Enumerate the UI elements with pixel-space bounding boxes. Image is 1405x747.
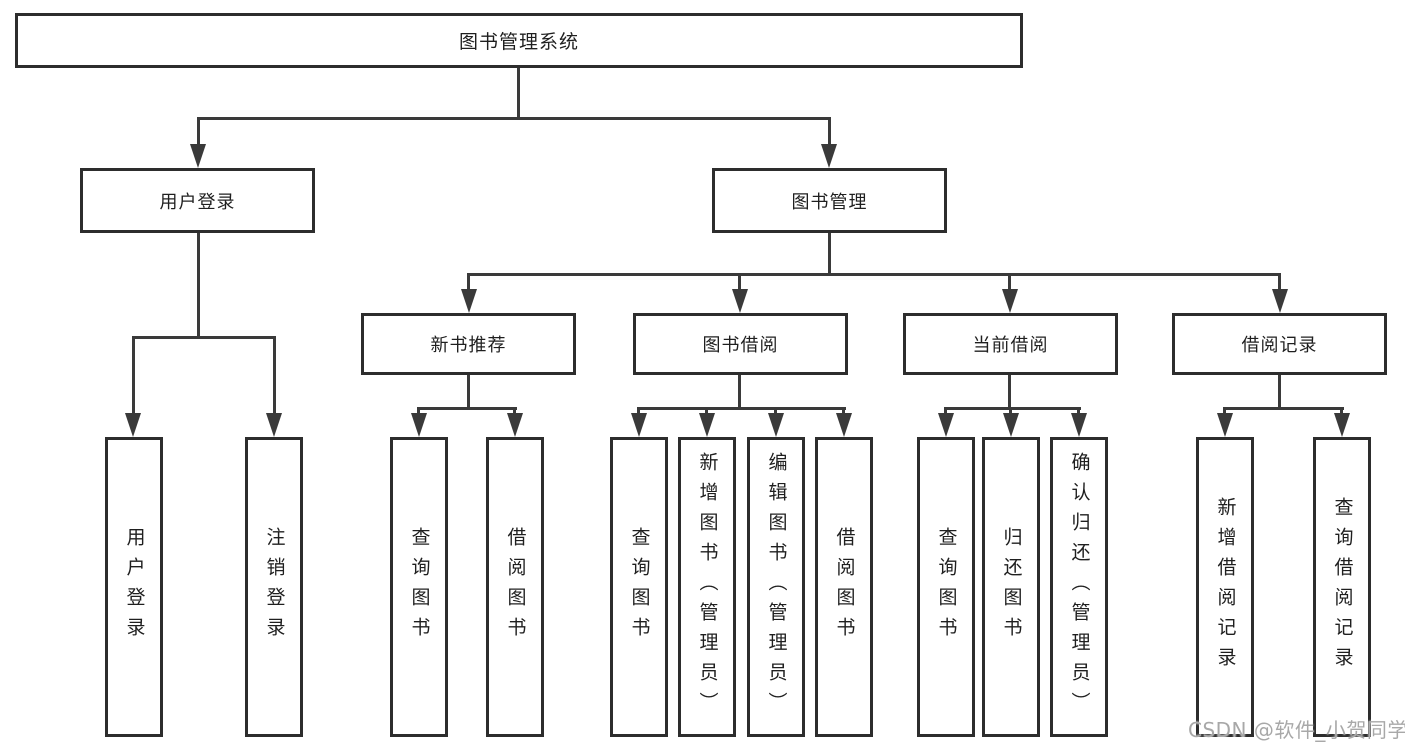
node-book-management: 图书管理 — [712, 168, 947, 233]
node-current-borrowing: 当前借阅 — [903, 313, 1118, 375]
arrow-down — [507, 413, 523, 437]
connector-line — [1223, 407, 1226, 416]
node-new-book-recommendation: 新书推荐 — [361, 313, 576, 375]
arrow-down — [1071, 413, 1087, 437]
arrow-down — [461, 289, 477, 313]
leaf-edit-books-admin: 编辑图书（管理员） — [747, 437, 805, 737]
connector-line — [774, 407, 777, 416]
leaf-label: 用户登录 — [123, 527, 146, 647]
arrow-down — [699, 413, 715, 437]
arrow-down — [821, 144, 837, 168]
node-label: 用户登录 — [159, 191, 236, 213]
leaf-label: 确认归还（管理员） — [1068, 452, 1091, 722]
node-borrowing-records: 借阅记录 — [1172, 313, 1387, 375]
connector-line — [273, 336, 276, 415]
leaf-user-login: 用户登录 — [105, 437, 163, 737]
connector-line — [944, 407, 947, 416]
arrow-down — [1003, 413, 1019, 437]
node-label: 新书推荐 — [430, 335, 507, 356]
connector-line — [1340, 407, 1343, 416]
node-book-borrowing: 图书借阅 — [633, 313, 848, 375]
leaf-label: 注销登录 — [263, 527, 286, 647]
leaf-confirm-return-admin: 确认归还（管理员） — [1050, 437, 1108, 737]
arrow-down — [1272, 289, 1288, 313]
watermark: CSDN @软件_小贺同学 — [1188, 718, 1405, 742]
arrow-down — [836, 413, 852, 437]
leaf-label: 查询借阅记录 — [1331, 497, 1354, 677]
node-user-login: 用户登录 — [80, 168, 315, 233]
connector-line — [738, 273, 741, 291]
arrow-down — [938, 413, 954, 437]
connector-line — [1278, 375, 1281, 409]
connector-line — [467, 375, 470, 409]
leaf-logout: 注销登录 — [245, 437, 303, 737]
connector-line — [705, 407, 708, 416]
connector-line — [417, 407, 420, 416]
arrow-down — [266, 413, 282, 437]
connector-line — [417, 407, 517, 410]
leaf-label: 查询图书 — [408, 527, 431, 647]
connector-line — [197, 233, 200, 337]
connector-line — [1223, 407, 1344, 410]
connector-line — [1077, 407, 1080, 416]
leaf-borrow-books-recommend: 借阅图书 — [486, 437, 544, 737]
arrow-down — [1002, 289, 1018, 313]
leaf-query-borrow-record: 查询借阅记录 — [1313, 437, 1371, 737]
node-label: 图书管理系统 — [458, 31, 579, 53]
leaf-query-books-current: 查询图书 — [917, 437, 975, 737]
node-label: 图书借阅 — [702, 335, 779, 356]
connector-line — [1009, 407, 1012, 416]
leaf-add-borrow-record: 新增借阅记录 — [1196, 437, 1254, 737]
node-label: 借阅记录 — [1241, 335, 1318, 356]
leaf-query-books-borrowing: 查询图书 — [610, 437, 668, 737]
connector-line — [467, 273, 1281, 276]
leaf-label: 编辑图书（管理员） — [765, 452, 788, 722]
leaf-query-books-recommend: 查询图书 — [390, 437, 448, 737]
leaf-label: 归还图书 — [1000, 527, 1023, 647]
connector-line — [132, 336, 276, 339]
leaf-label: 查询图书 — [935, 527, 958, 647]
leaf-label: 查询图书 — [628, 527, 651, 647]
connector-line — [467, 273, 470, 291]
connector-line — [517, 68, 520, 117]
arrow-down — [768, 413, 784, 437]
leaf-add-books-admin: 新增图书（管理员） — [678, 437, 736, 737]
connector-line — [1278, 273, 1281, 291]
connector-line — [637, 407, 846, 410]
node-label: 当前借阅 — [972, 335, 1049, 356]
connector-line — [828, 117, 831, 148]
connector-line — [1008, 375, 1011, 409]
connector-line — [842, 407, 845, 416]
arrow-down — [125, 413, 141, 437]
leaf-label: 新增图书（管理员） — [696, 452, 719, 722]
arrow-down — [732, 289, 748, 313]
connector-line — [197, 117, 831, 120]
connector-line — [944, 407, 1081, 410]
connector-line — [513, 407, 516, 416]
connector-line — [132, 336, 135, 415]
leaf-borrow-books: 借阅图书 — [815, 437, 873, 737]
arrow-down — [1217, 413, 1233, 437]
arrow-down — [1334, 413, 1350, 437]
node-label: 图书管理 — [791, 191, 868, 213]
leaf-return-books: 归还图书 — [982, 437, 1040, 737]
arrow-down — [190, 144, 206, 168]
leaf-label: 新增借阅记录 — [1214, 497, 1237, 677]
leaf-label: 借阅图书 — [833, 527, 856, 647]
arrow-down — [631, 413, 647, 437]
node-library-management-system: 图书管理系统 — [15, 13, 1023, 68]
connector-line — [738, 375, 741, 409]
arrow-down — [411, 413, 427, 437]
connector-line — [637, 407, 640, 416]
connector-line — [828, 233, 831, 275]
leaf-label: 借阅图书 — [504, 527, 527, 647]
connector-line — [197, 117, 200, 148]
connector-line — [1008, 273, 1011, 291]
